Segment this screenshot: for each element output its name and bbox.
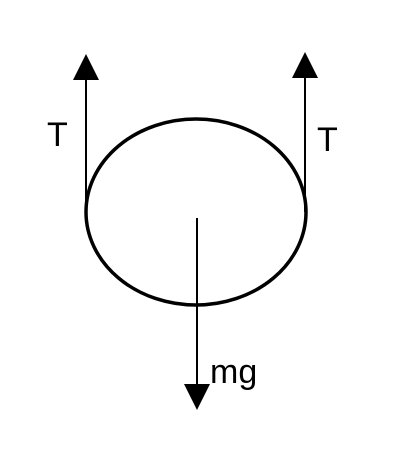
tension-left-arrow-head [73, 54, 99, 80]
weight-arrow-head [184, 384, 210, 410]
tension-left-label: T [47, 116, 68, 154]
tension-right-arrow-head [292, 52, 318, 78]
tension-right-label: T [317, 121, 338, 159]
weight-label: mg [210, 353, 257, 391]
